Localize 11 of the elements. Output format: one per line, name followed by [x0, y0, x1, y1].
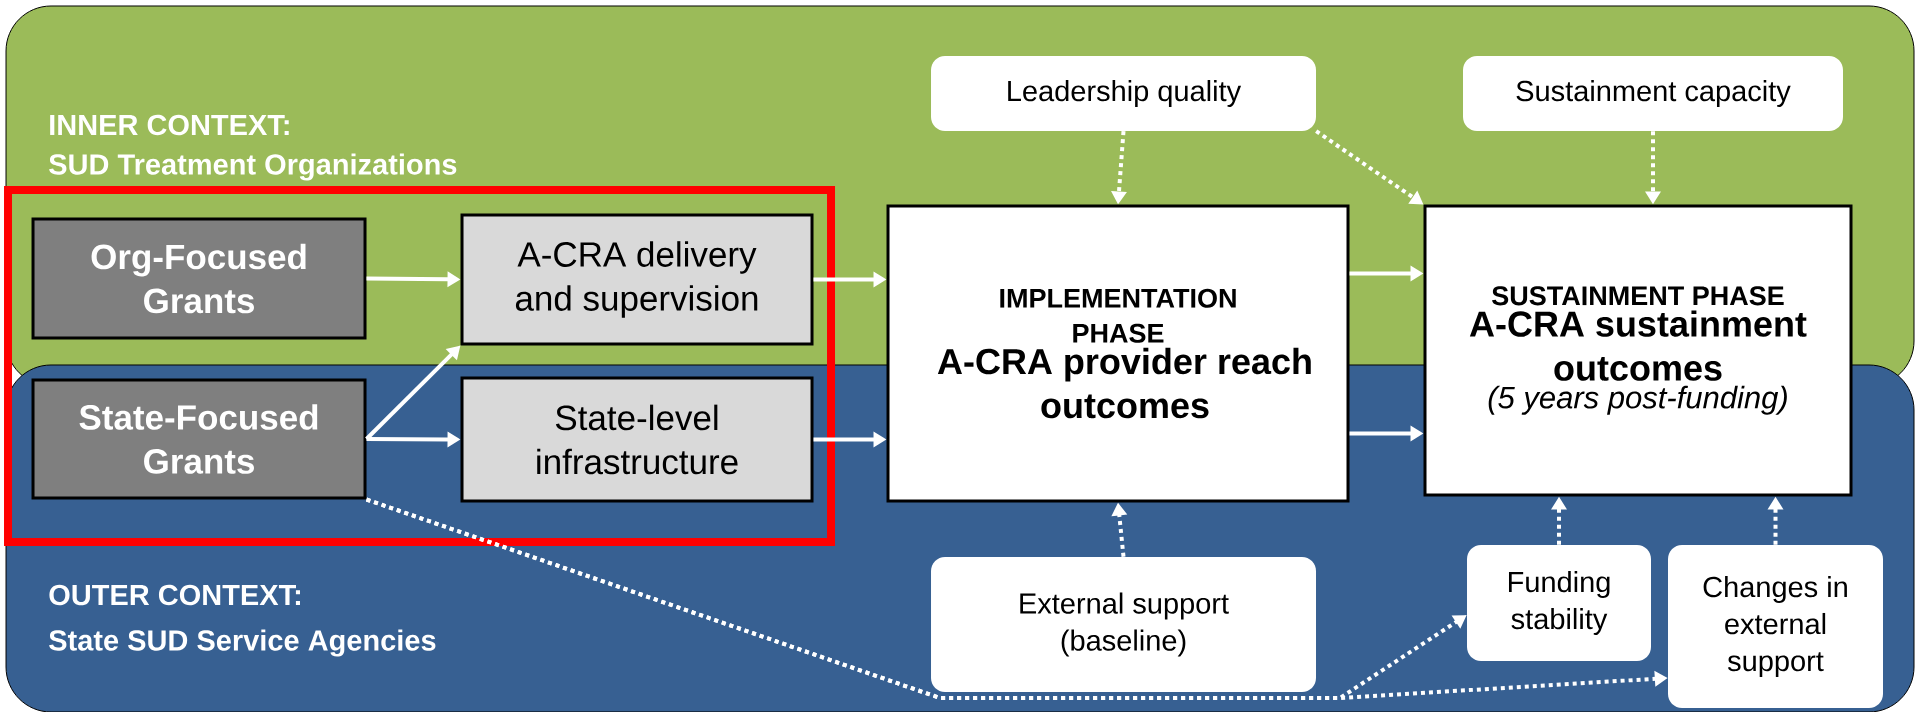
factor-box: Changes in external support	[1668, 545, 1883, 708]
process-box: A-CRA delivery and supervision	[460, 213, 814, 346]
factor-box: Sustainment capacity	[1463, 56, 1843, 131]
grant-box: Org-Focused Grants	[31, 217, 367, 340]
factor-box: Funding stability	[1467, 545, 1651, 661]
phase-box: SUSTAINMENT PHASE A-CRA sustainment outcomes (5 years post-funding)	[1423, 204, 1853, 497]
grant-box: State-Focused Grants	[31, 378, 367, 500]
factor-box: External support (baseline)	[931, 557, 1316, 692]
phase-box: IMPLEMENTATION PHASE A-CRA provider reach outcomes	[886, 204, 1350, 503]
process-box: State-level infrastructure	[460, 376, 814, 503]
factor-box: Leadership quality	[931, 56, 1316, 131]
